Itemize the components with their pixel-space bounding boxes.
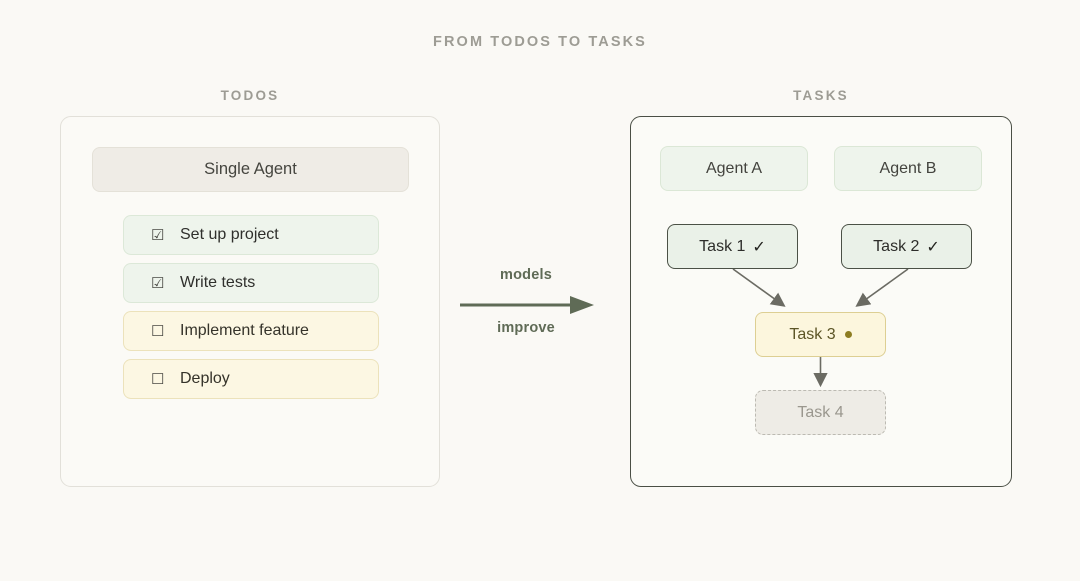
- column-heading-tasks: TASKS: [793, 88, 849, 103]
- todo-item-deploy[interactable]: ☐ Deploy: [123, 359, 379, 399]
- todo-item-label: Deploy: [180, 370, 230, 387]
- node-label: Agent A: [705, 159, 763, 177]
- unchecked-checkbox-icon[interactable]: ☐: [151, 370, 165, 388]
- edge-task2-task3: [855, 268, 909, 307]
- todo-item-label: Set up project: [180, 226, 279, 243]
- todo-item-implement-feature[interactable]: ☐ Implement feature: [123, 311, 379, 351]
- node-label: Task 2: [873, 237, 920, 255]
- todo-list: ☑ Set up project ☑ Write tests ☐ Impleme…: [123, 215, 379, 407]
- column-heading-todos: TODOS: [220, 88, 280, 103]
- node-task-2[interactable]: Task 2 ✓: [841, 224, 972, 269]
- node-task-3[interactable]: Task 3: [755, 312, 886, 357]
- right-arrow-icon: [460, 296, 594, 314]
- checked-checkbox-icon[interactable]: ☑: [151, 226, 165, 244]
- todo-item-label: Implement feature: [180, 322, 309, 339]
- page-title: FROM TODOS TO TASKS: [433, 34, 647, 50]
- check-icon: ✓: [752, 238, 766, 256]
- node-task-1[interactable]: Task 1 ✓: [667, 224, 798, 269]
- node-label: Agent B: [879, 159, 937, 177]
- single-agent-header: Single Agent: [92, 147, 409, 192]
- node-label: Task 3: [789, 325, 836, 343]
- task-connectors: [732, 268, 909, 388]
- node-label: Task 4: [797, 403, 844, 421]
- node-task-4[interactable]: Task 4: [755, 390, 886, 435]
- unchecked-checkbox-icon[interactable]: ☐: [151, 322, 165, 340]
- node-agent-b[interactable]: Agent B: [834, 146, 982, 191]
- todo-item-label: Write tests: [180, 274, 256, 291]
- check-icon: ✓: [926, 238, 940, 256]
- todo-item-set-up-project[interactable]: ☑ Set up project: [123, 215, 379, 255]
- edge-task1-task3: [732, 268, 786, 307]
- transform-indicator: models improve: [452, 262, 600, 348]
- todos-panel: Single Agent ☑ Set up project ☑ Write te…: [60, 116, 440, 487]
- todo-item-write-tests[interactable]: ☑ Write tests: [123, 263, 379, 303]
- node-label: Task 1: [699, 237, 746, 255]
- in-progress-dot-icon: [844, 331, 852, 338]
- transform-label-above: models: [500, 267, 552, 283]
- transform-label-below: improve: [497, 320, 555, 336]
- node-agent-a[interactable]: Agent A: [660, 146, 808, 191]
- checked-checkbox-icon[interactable]: ☑: [151, 274, 165, 292]
